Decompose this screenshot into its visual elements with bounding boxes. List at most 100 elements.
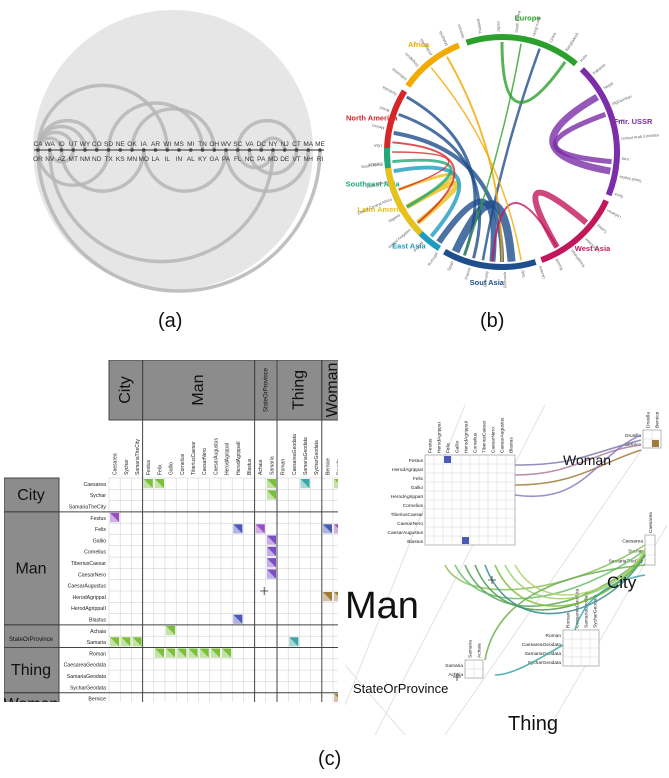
arc bbox=[36, 149, 111, 187]
col-group-label: Man bbox=[190, 374, 207, 405]
row-label: Bernice bbox=[88, 697, 106, 702]
region-arc bbox=[579, 67, 620, 197]
col-label: SycharGeodata bbox=[314, 440, 320, 475]
caption-c: (c) bbox=[318, 748, 342, 770]
state-label-bottom: VT bbox=[292, 156, 300, 163]
state-label-top: VA bbox=[245, 141, 254, 148]
state-dot bbox=[141, 148, 146, 152]
col-group-header bbox=[276, 359, 323, 421]
state-label-bottom: AZ bbox=[57, 156, 65, 163]
state-label-top: AR bbox=[151, 141, 160, 148]
col-label: Bernice bbox=[325, 458, 331, 475]
state-dot bbox=[153, 148, 158, 152]
country-label: United Arab Emirates bbox=[621, 132, 659, 141]
row-label: Gallio bbox=[93, 538, 106, 544]
col-label: CaesarAugustus bbox=[213, 438, 219, 475]
arc bbox=[48, 149, 275, 264]
region-label: Sout Asia bbox=[470, 278, 505, 287]
state-dot bbox=[294, 148, 299, 152]
matrix-cell-half bbox=[154, 479, 164, 489]
state-label-bottom: RI bbox=[317, 156, 324, 163]
matrix-frame bbox=[644, 534, 656, 566]
chord bbox=[451, 200, 516, 262]
col-label: TiberiusCaesar bbox=[191, 441, 197, 475]
col-label: TiberiusCaesar bbox=[481, 420, 487, 453]
country-label: Lebanon bbox=[606, 208, 622, 220]
state-label-top: WV bbox=[221, 141, 232, 148]
crosshair bbox=[488, 576, 496, 584]
col-label: Festus bbox=[427, 438, 433, 453]
state-dot bbox=[247, 148, 252, 152]
matrix-cell-half bbox=[199, 648, 209, 658]
row-label: Caesarea bbox=[622, 539, 643, 545]
col-label: HerodAgrippaI bbox=[436, 422, 442, 453]
country-label: Nepal bbox=[602, 81, 614, 91]
row-label: Felix bbox=[95, 527, 106, 533]
cell bbox=[444, 456, 451, 463]
matrix-cell bbox=[110, 512, 120, 523]
state-label-top: WY bbox=[80, 141, 91, 148]
state-label-top: MI bbox=[187, 141, 194, 148]
state-label-bottom: GA bbox=[210, 156, 220, 163]
col-label: CaesarNero bbox=[202, 448, 208, 475]
state-label-top: OH bbox=[209, 141, 219, 148]
region-arc bbox=[405, 42, 461, 88]
country-label: Vietnam bbox=[456, 23, 466, 39]
region-arc bbox=[465, 33, 578, 67]
col-label: Sychar bbox=[124, 459, 130, 475]
col-label: SycharGeodata bbox=[592, 594, 598, 628]
matrix-cell bbox=[300, 479, 310, 489]
row-label: Sychar bbox=[628, 549, 643, 555]
col-group-label: Thing bbox=[291, 370, 308, 410]
country-label: Thailand bbox=[475, 18, 483, 34]
bg-line bbox=[444, 444, 646, 736]
row-label: Roman bbox=[546, 633, 562, 639]
link bbox=[494, 552, 646, 607]
country-label: Mexico bbox=[371, 123, 385, 131]
state-dot bbox=[271, 148, 275, 152]
region-label: Africa bbox=[408, 40, 430, 49]
row-label: HerodAgrippaII bbox=[391, 494, 423, 500]
link bbox=[514, 449, 642, 486]
row-label: HerodAgrippaII bbox=[71, 606, 106, 612]
col-label: CaesarAugustus bbox=[499, 417, 505, 453]
state-dot bbox=[47, 148, 52, 152]
link bbox=[454, 549, 646, 600]
row-group-header bbox=[3, 511, 60, 626]
col-label: Festus bbox=[146, 459, 152, 475]
row-group-header bbox=[3, 624, 60, 648]
state-dot bbox=[106, 148, 111, 152]
state-label-bottom: AL bbox=[187, 156, 195, 163]
chord bbox=[463, 43, 522, 256]
arc bbox=[106, 101, 205, 151]
state-label-bottom: NV bbox=[45, 156, 55, 163]
state-label-bottom: FL bbox=[234, 156, 242, 163]
col-label: Samaria bbox=[269, 456, 275, 475]
country-label: Saudi Arabia bbox=[618, 174, 642, 184]
state-label-top: UT bbox=[69, 141, 78, 148]
state-dot bbox=[177, 148, 181, 152]
state-label-bottom: NH bbox=[304, 156, 314, 163]
link bbox=[514, 434, 642, 498]
cell bbox=[652, 440, 659, 447]
state-label-bottom: ND bbox=[92, 156, 102, 163]
country-label: Pakistan bbox=[591, 62, 606, 76]
col-label: Roman bbox=[565, 612, 571, 628]
col-label: Cornelius bbox=[180, 453, 186, 475]
col-label: SamariaTheCity bbox=[135, 439, 141, 475]
country-label: Romania bbox=[502, 271, 508, 288]
link bbox=[514, 548, 646, 596]
bg-line bbox=[344, 664, 406, 736]
matrix-cell bbox=[233, 524, 243, 534]
matrix-cell-half bbox=[266, 558, 276, 568]
chord bbox=[500, 41, 567, 104]
row-label: CaesarAugustus bbox=[68, 584, 107, 590]
region-arc bbox=[540, 199, 609, 263]
caption-a: (a) bbox=[158, 310, 183, 332]
state-label-bottom: DE bbox=[280, 156, 290, 163]
state-label-top: WA bbox=[45, 141, 56, 148]
